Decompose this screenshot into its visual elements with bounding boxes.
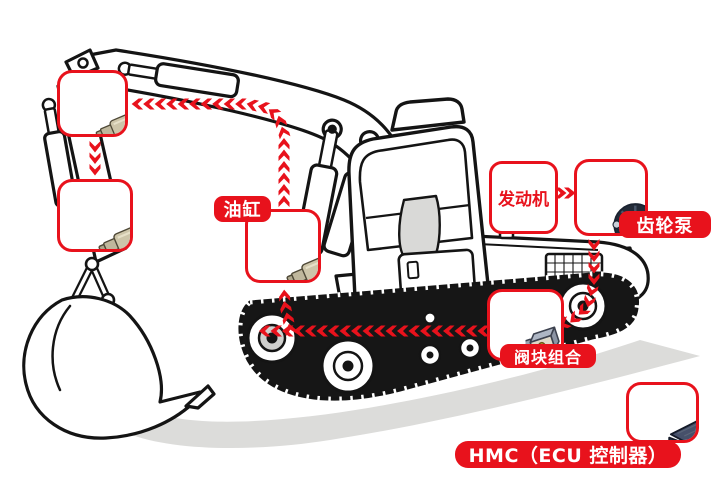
flow-chevron [570,310,583,323]
flow-chevron [278,195,290,207]
flow-chevron [588,262,600,274]
flow-chevron [278,149,290,161]
flow-chevron [278,126,291,140]
flow-chevron [212,98,224,110]
flow-chevron [275,115,288,129]
callout-boom-cylinder [245,209,321,283]
flow-chevron [257,102,271,114]
flow-chevron [397,325,409,337]
flow-chevron [278,161,290,173]
flow-chevron [166,98,178,110]
flow-chevron [374,325,386,337]
valve-block-label: 阀块组合 [500,344,596,368]
hydraulic-cylinder-icon [248,212,318,280]
flow-chevron [420,325,432,337]
flow-chevron [362,325,374,337]
ecu-controller-icon [629,385,696,440]
flow-chevron [578,302,591,315]
flow-chevron [466,325,478,337]
hydraulic-cylinder-icon [60,73,125,134]
flow-chevron [584,294,596,308]
flow-chevron [285,323,297,337]
flow-chevron [177,98,190,110]
flow-chevron [443,325,455,337]
flow-chevron [564,187,576,199]
flow-chevron [454,325,466,337]
flow-chevron [278,172,290,184]
callout-stick-cylinder [57,70,128,137]
flow-chevron [268,109,282,121]
flow-chevron [89,152,101,164]
flow-chevron [408,325,420,337]
flow-chevron [279,289,291,302]
flow-chevron [431,325,443,337]
flow-chevron [200,98,213,110]
flow-chevron [278,184,290,196]
flow-chevron [259,325,271,337]
flow-chevron [282,312,295,325]
flow-chevron [385,325,397,337]
flow-chevron [316,325,328,337]
flow-chevron [235,98,247,110]
flow-chevron [586,283,599,297]
hydraulic-cylinder-icon [60,182,130,249]
flow-chevron [588,273,600,285]
flow-chevron [270,325,282,337]
flow-chevron [351,325,363,337]
bucket [22,295,202,440]
callout-ecu-controller [626,382,699,443]
flow-chevron [328,325,340,337]
flow-chevron [293,325,305,337]
flow-chevron [280,301,292,314]
flow-chevron [588,250,600,262]
flow-chevron [131,98,144,110]
oil-cylinder-label: 油缸 [214,196,271,222]
callout-engine: 发动机 [489,161,558,234]
flow-chevron [223,98,236,110]
engine-label: 发动机 [498,190,549,210]
flow-chevron [246,99,260,112]
flow-chevron [89,141,101,153]
flow-chevron [477,325,489,337]
flow-chevron [278,138,290,150]
callout-bucket-link-cylinder [57,179,133,252]
flow-chevron [339,325,351,337]
hmc-ecu-label: HMC（ECU 控制器） [455,441,681,468]
flow-chevron [189,98,201,110]
flow-chevron [143,98,155,110]
flow-chevron [154,98,167,110]
flow-chevron [305,325,317,337]
flow-chevron [89,164,101,176]
flow-chevron [588,239,600,251]
gear-pump-label: 齿轮泵 [619,211,711,238]
